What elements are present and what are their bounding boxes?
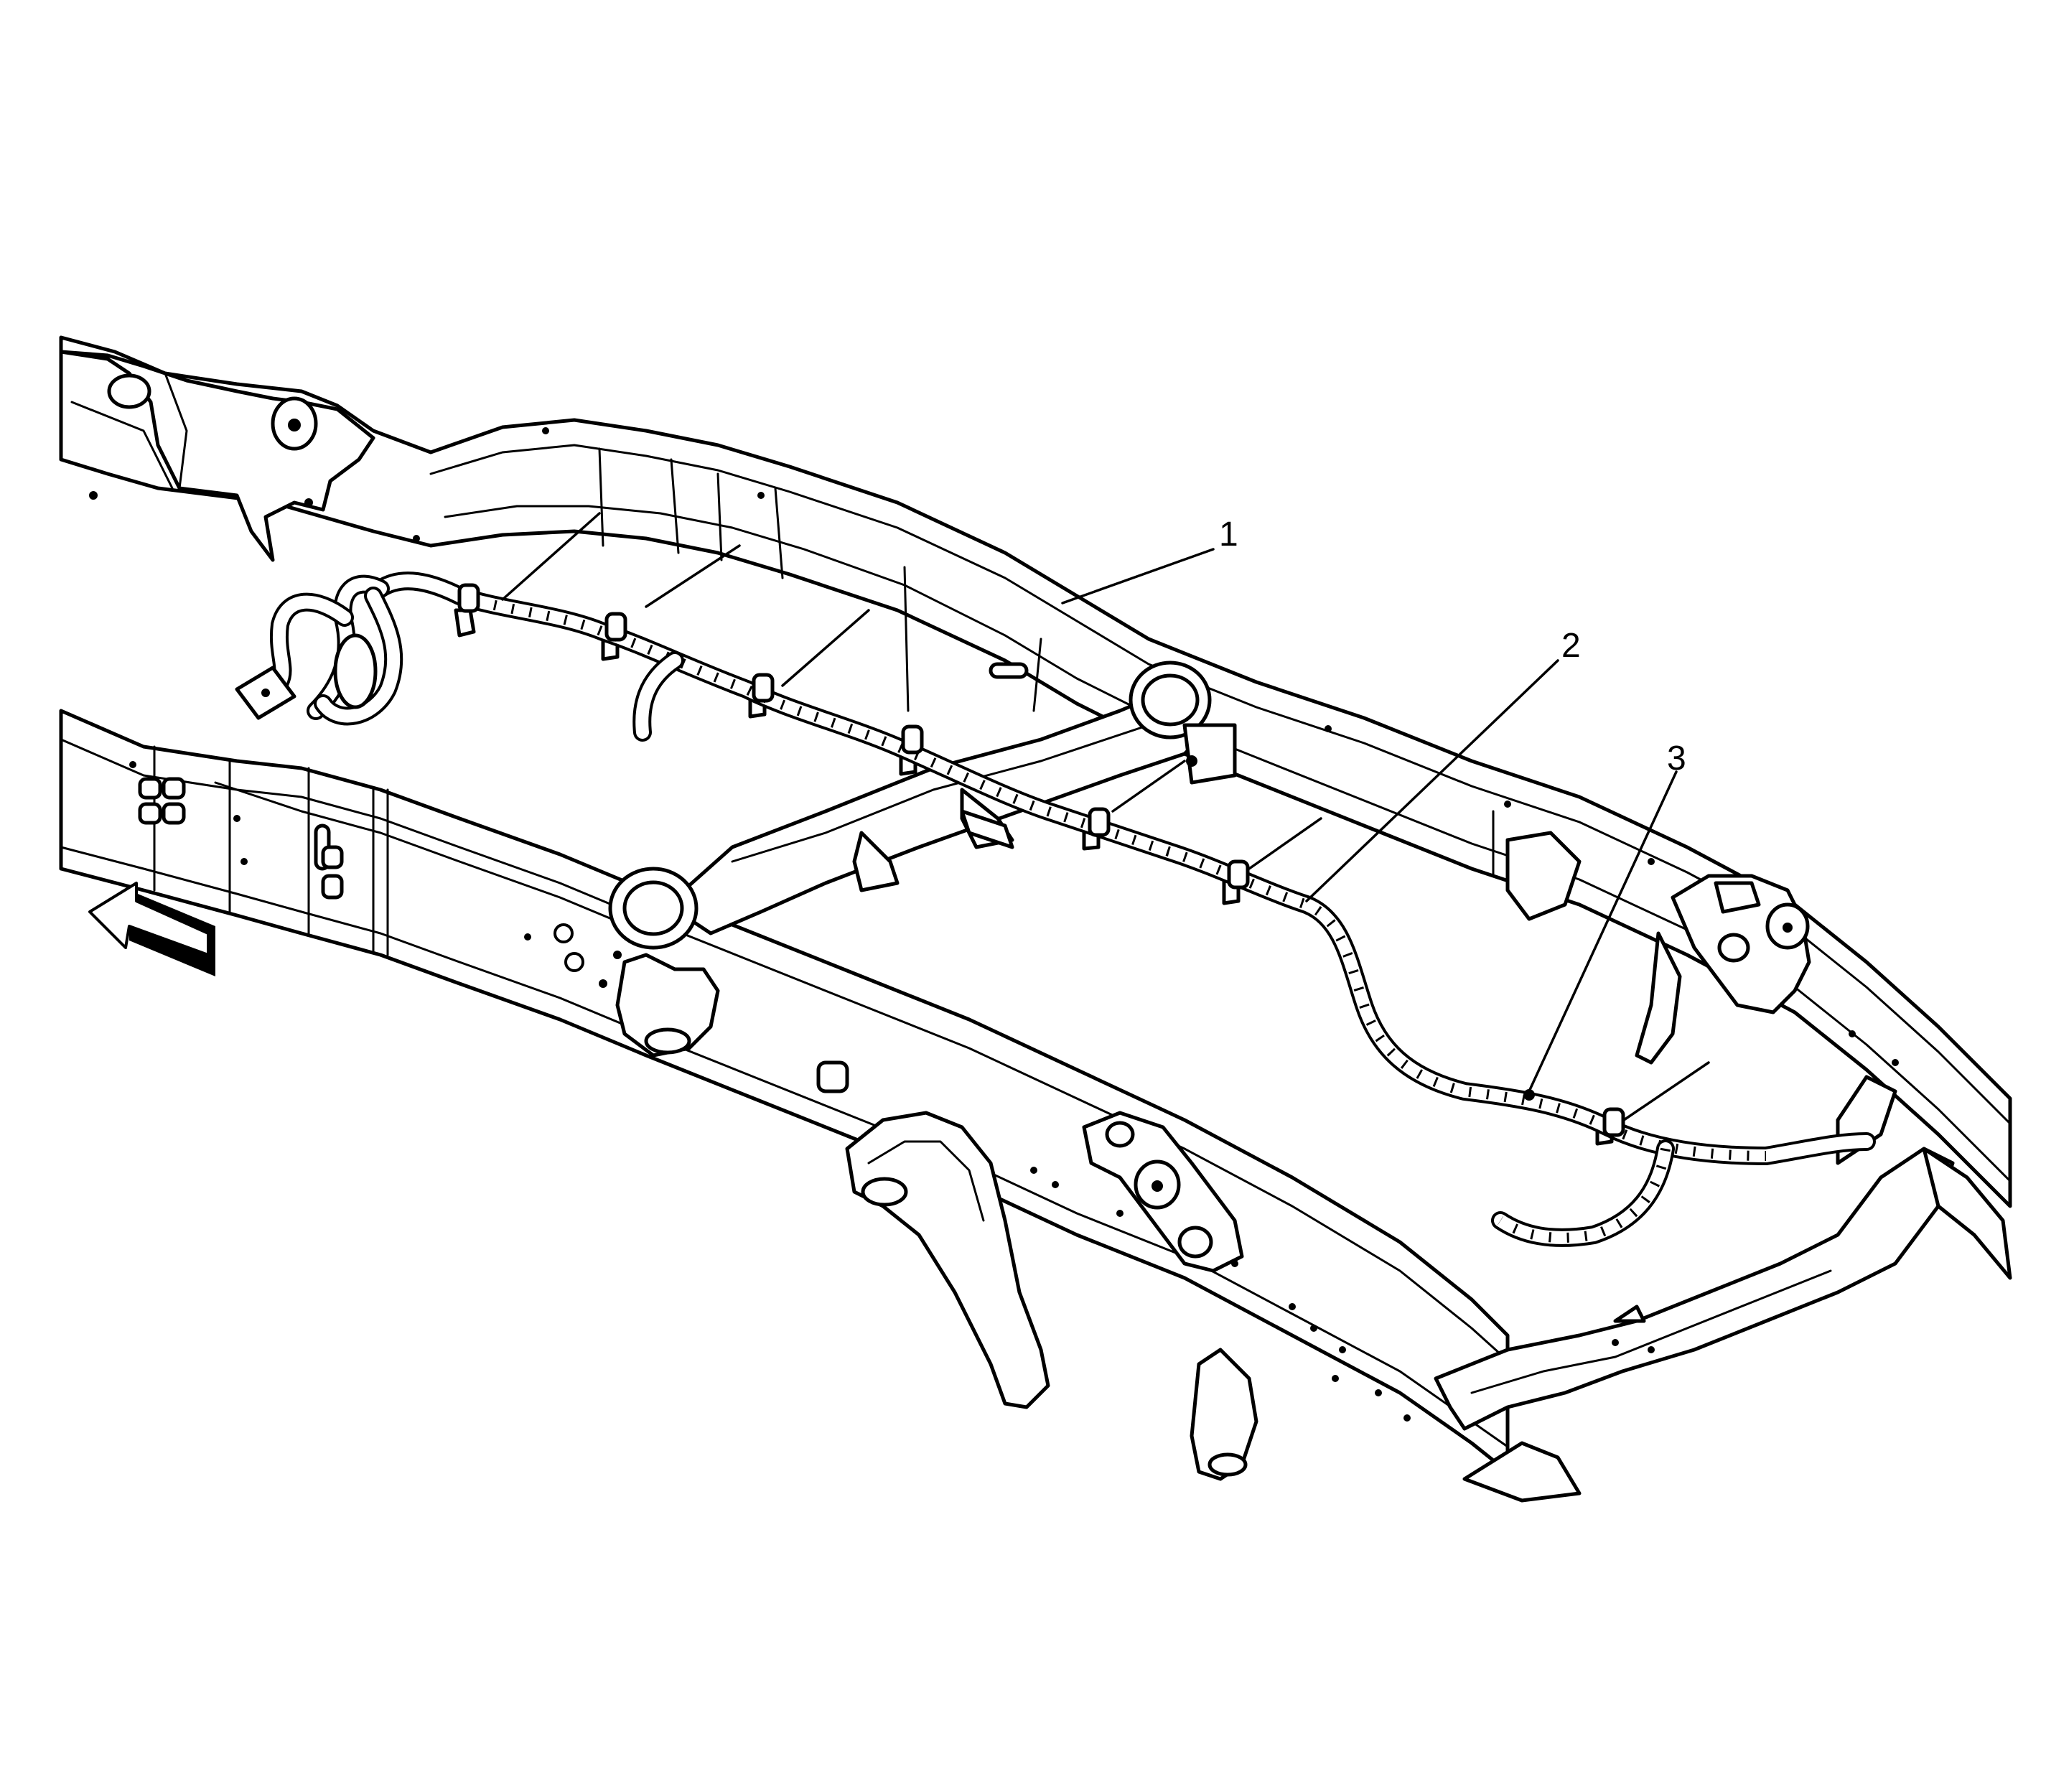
callouts: 1 2 3 bbox=[1219, 515, 1686, 778]
callout-leaders bbox=[501, 512, 1710, 1121]
callout-1: 1 bbox=[1219, 515, 1238, 554]
center-crossmember bbox=[608, 661, 1237, 950]
front-suspension-mount bbox=[59, 350, 375, 562]
callout-3-leader bbox=[1528, 770, 1678, 1093]
callout-3: 3 bbox=[1667, 739, 1686, 778]
callout-2: 2 bbox=[1561, 627, 1581, 665]
rear-right-spring-hanger bbox=[1505, 831, 1811, 1065]
left-frame-rail bbox=[59, 709, 1510, 1474]
forward-arrow-icon bbox=[88, 882, 215, 976]
wiring-harness bbox=[235, 571, 1876, 1247]
callout-1-leader bbox=[1061, 548, 1215, 605]
left-shock-brackets bbox=[615, 953, 1582, 1503]
rear-crossmember bbox=[1434, 1075, 2012, 1431]
rear-left-spring-hanger bbox=[1082, 1111, 1244, 1273]
callout-2-leader bbox=[1305, 659, 1559, 902]
